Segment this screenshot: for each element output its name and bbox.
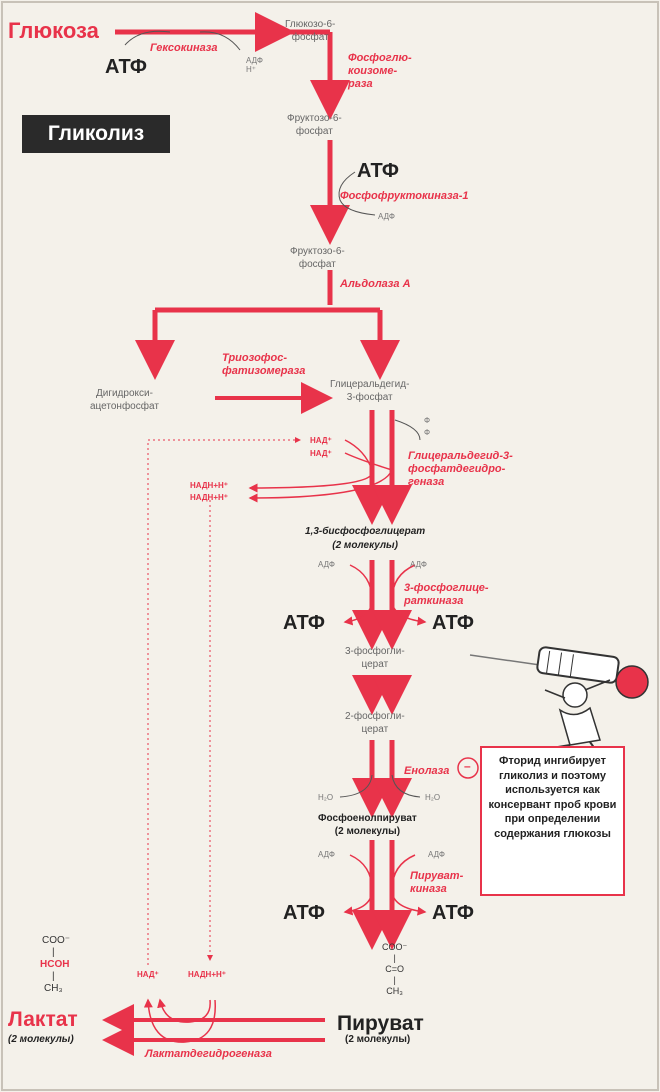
syringe-illustration [469, 646, 649, 771]
fluoride-note: Фторид ингибирует гликолиз и поэтому исп… [480, 746, 625, 896]
pk-label: Пируват- киназа [410, 870, 464, 895]
page-title: Гликолиз [22, 115, 170, 153]
lactate-count: (2 молекулы) [8, 1034, 74, 1045]
lactate-structure-5: CH₃ [44, 983, 63, 994]
dhap-label: Дигидрокси- ацетонфосфат [90, 388, 159, 412]
tpi-label: Триозофос- фатизомераза [222, 352, 306, 377]
nadh2-label: НАДН+Н⁺ [190, 493, 228, 502]
pi2-label: Ф [424, 428, 431, 437]
pep-label: Фосфоенолпируват (2 молекулы) [318, 813, 417, 837]
atp-pgk-right: АТФ [432, 612, 474, 634]
pg3-label: 3-фосфогли- церат [345, 646, 405, 670]
nad2-label: НАД⁺ [310, 449, 332, 458]
pg2-label: 2-фосфогли- церат [345, 711, 405, 735]
adp-pfk: АДФ [378, 212, 395, 221]
h2o-left: H₂O [318, 793, 334, 802]
nad1-label: НАД⁺ [310, 436, 332, 445]
hexokinase-label: Гексокиназа [150, 42, 218, 54]
inhibition-icon [457, 757, 479, 779]
pyruvate-count: (2 молекулы) [345, 1034, 411, 1045]
lactate-structure-2: | [52, 947, 55, 958]
nad-lactate-label: НАД⁺ [137, 970, 159, 979]
f6p-label: Фруктозо-6- фосфат [287, 113, 342, 137]
pfk1-label: Фосфофруктокиназа-1 [340, 190, 469, 202]
atp-pk-left: АТФ [283, 902, 325, 924]
lactate-structure-1: COO⁻ [42, 935, 71, 946]
atp-pk-right: АТФ [432, 902, 474, 924]
gapdh-label: Глицеральдегид-3- фосфатдегидро- геназа [408, 450, 513, 488]
h2o-right: H₂O [425, 793, 441, 802]
pgk-label: 3-фосфоглице- раткиназа [404, 582, 489, 607]
enolase-label: Енолаза [404, 765, 450, 777]
pyruvate-label: Пируват [337, 1012, 424, 1035]
adp-pk-right: АДФ [428, 850, 445, 859]
bpg-label: 1,3-бисфосфоглицерат (2 молекулы) [305, 526, 426, 551]
adp-pgk-right: АДФ [410, 560, 427, 569]
atp-hexokinase: АТФ [105, 56, 147, 78]
adp-h-label: АДФ Н⁺ [246, 56, 263, 74]
atp-pgk-left: АТФ [283, 612, 325, 634]
lactate-label: Лактат [8, 1008, 78, 1031]
nadh-lactate-label: НАДН+Н⁺ [188, 970, 226, 979]
phosphoglucoisomerase-label: Фосфоглю- коизоме- раза [348, 52, 412, 90]
g3p-label: Глицеральдегид- 3-фосфат [330, 379, 410, 403]
adp-pgk-left: АДФ [318, 560, 335, 569]
ldh-label: Лактатдегидрогеназа [145, 1048, 272, 1060]
aldolase-label: Альдолаза А [340, 278, 411, 290]
pi1-label: Ф [424, 416, 431, 425]
nadh1-label: НАДН+Н⁺ [190, 481, 228, 490]
lactate-structure-3: HCOH [40, 959, 70, 970]
g6p-label: Глюкозо-6- фосфат [285, 19, 336, 43]
adp-pk-left: АДФ [318, 850, 335, 859]
glucose-label: Глюкоза [8, 18, 99, 43]
pyruvate-structure: COO⁻ | C=O | CH₃ [382, 942, 408, 996]
inhibit-sign: – [464, 759, 471, 773]
f6p2-label: Фруктозо-6- фосфат [290, 246, 345, 270]
atp-pfk: АТФ [357, 160, 399, 182]
lactate-structure-4: | [52, 971, 55, 982]
